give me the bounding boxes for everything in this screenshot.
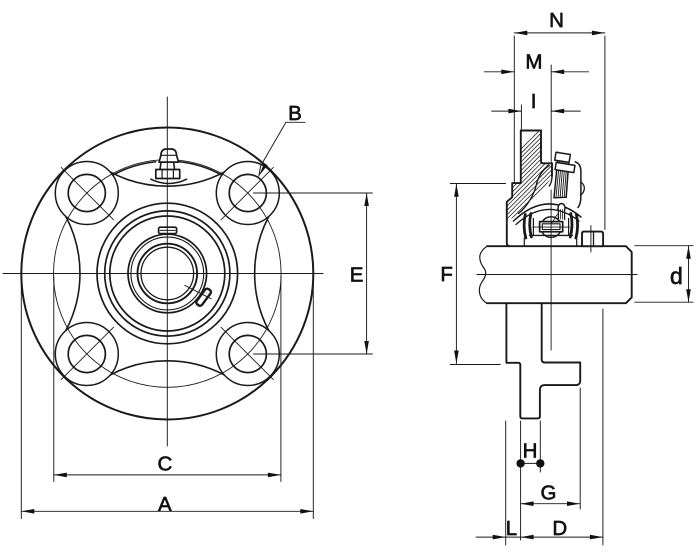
- svg-text:D: D: [552, 517, 567, 540]
- svg-text:N: N: [549, 9, 564, 32]
- svg-text:F: F: [440, 263, 453, 286]
- svg-text:M: M: [525, 51, 542, 74]
- svg-text:E: E: [350, 264, 364, 287]
- svg-text:I: I: [531, 90, 537, 113]
- svg-text:C: C: [157, 452, 172, 475]
- svg-text:A: A: [158, 493, 172, 516]
- svg-text:G: G: [541, 482, 557, 505]
- svg-text:B: B: [288, 102, 302, 125]
- svg-text:L: L: [506, 517, 517, 540]
- svg-text:H: H: [523, 439, 538, 462]
- svg-text:d: d: [670, 263, 683, 289]
